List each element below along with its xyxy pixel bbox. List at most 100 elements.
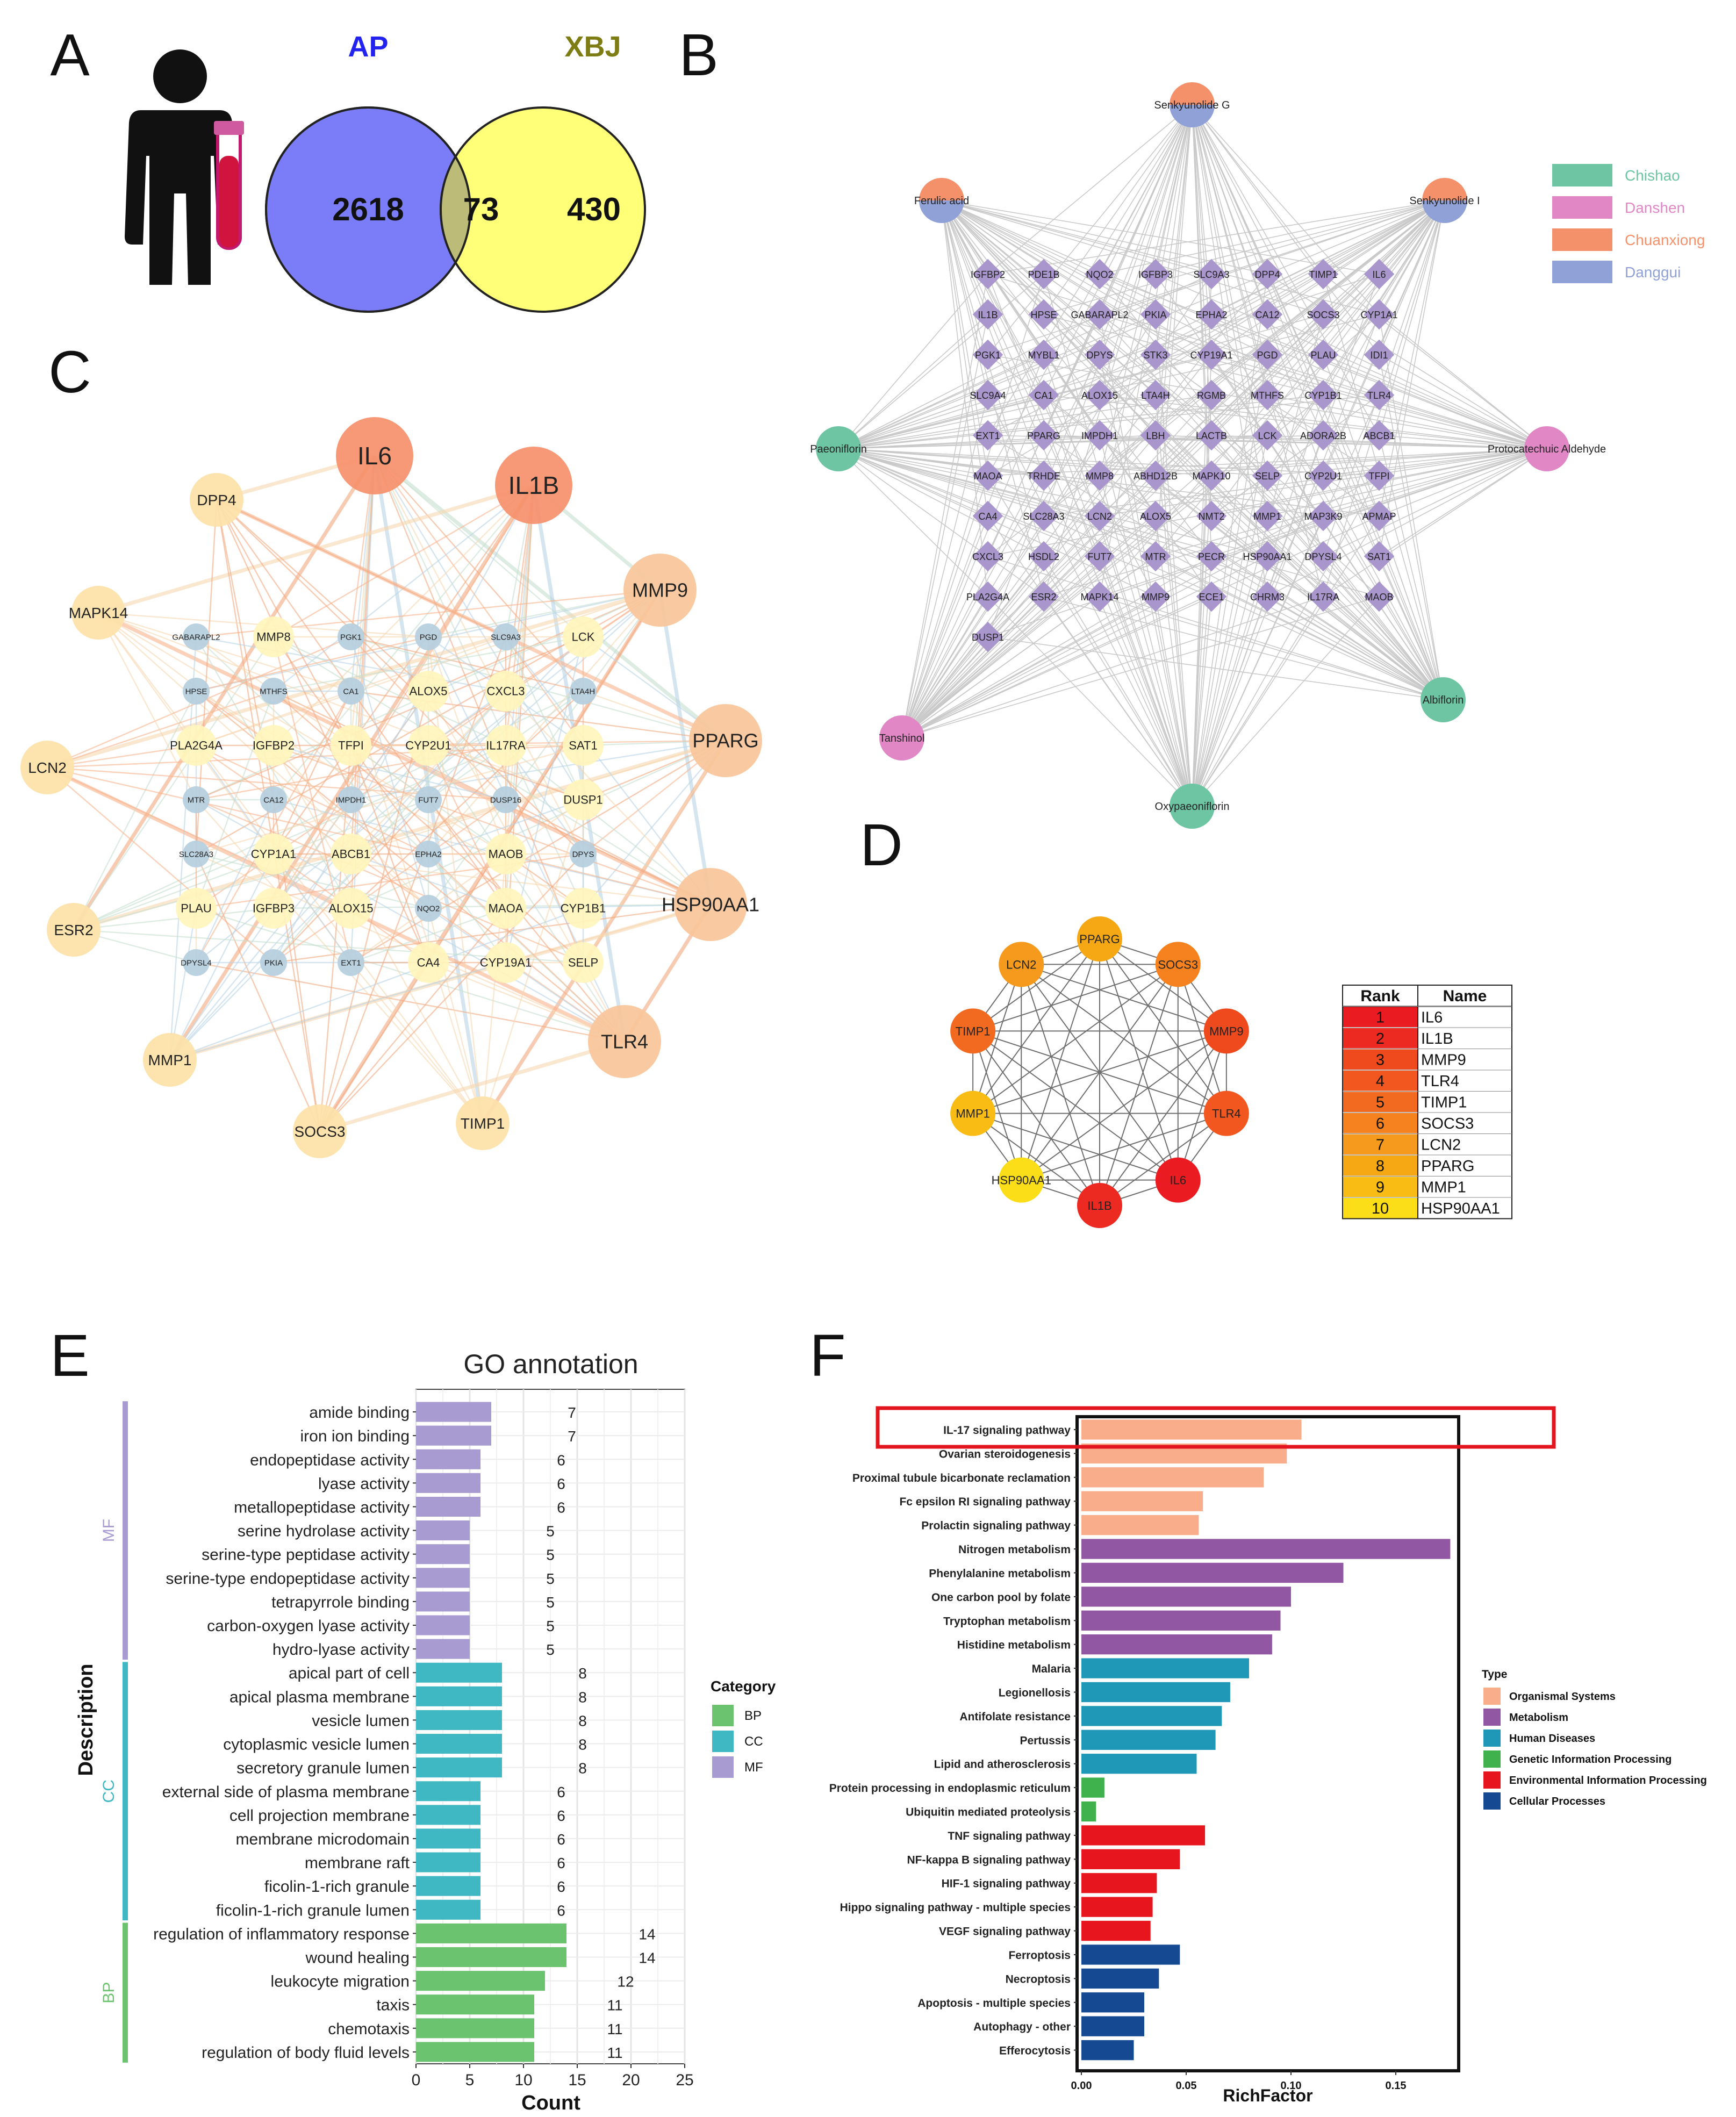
network-edge [901, 596, 988, 738]
network-edge [1267, 314, 1444, 700]
compound-label: Ferulic acid [914, 195, 969, 207]
target-label: NMT2 [1199, 511, 1225, 522]
network-edge [941, 200, 988, 516]
ppi-node-label: MMP8 [256, 630, 291, 644]
ppi-node-label: NQO2 [417, 904, 440, 913]
go-term-label: leukocyte migration [271, 1973, 410, 1991]
go-count-label: 6 [557, 1784, 565, 1800]
legend-swatch-chishao [1552, 164, 1612, 186]
network-edge [838, 274, 988, 449]
target-label: NQO2 [1086, 269, 1113, 280]
ppi-edge [427, 745, 626, 1042]
target-node [1196, 581, 1227, 612]
network-edge [1099, 354, 1193, 807]
kegg-term-label: Pertussis [1020, 1734, 1071, 1747]
target-node [1028, 460, 1059, 491]
network-edge [1155, 435, 1193, 807]
go-bar [416, 1615, 470, 1635]
ppi-node-label: PGK1 [340, 633, 362, 642]
name-cell: IL1B [1421, 1030, 1453, 1047]
ppi-node-label: TLR4 [601, 1031, 648, 1053]
go-term-label: metallopeptidase activity [234, 1498, 410, 1516]
hub-node [950, 1090, 996, 1136]
ppi-edge [273, 799, 429, 963]
hub-node [1155, 1157, 1201, 1203]
go-count-label: 5 [546, 1547, 555, 1563]
network-edge [901, 354, 1044, 738]
kegg-bar [1081, 1419, 1302, 1440]
compound-node-top [919, 178, 964, 200]
network-edge [941, 200, 1212, 275]
go-legend-swatch [712, 1705, 734, 1726]
compound-label: Protocatechuic Aldehyde [1488, 443, 1606, 455]
network-edge [901, 394, 988, 738]
kegg-bar [1081, 1754, 1197, 1774]
kegg-term-label: Apoptosis - multiple species [917, 1997, 1071, 2010]
ppi-edge [272, 745, 484, 1124]
network-edge [838, 274, 1268, 449]
rank-cell: 6 [1376, 1115, 1385, 1132]
kegg-bar [1081, 1658, 1249, 1678]
rank-cell: 4 [1376, 1073, 1385, 1090]
network-edge [1267, 200, 1445, 315]
target-node [1308, 541, 1339, 572]
network-edge [1043, 314, 1547, 449]
go-bar [416, 2018, 534, 2039]
x-tick-label: 15 [568, 2071, 586, 2089]
compound-node-bottom [1524, 449, 1569, 471]
ppi-edge [428, 590, 661, 909]
category-bracket [123, 1401, 128, 1660]
ppi-node [253, 834, 294, 874]
panel-label-d: D [860, 812, 902, 878]
go-term-label: carbon-oxygen lyase activity [207, 1617, 410, 1635]
target-node [1140, 379, 1171, 411]
hub-edge [972, 938, 1100, 1114]
target-node [1140, 259, 1171, 290]
ppi-edge [216, 499, 506, 909]
compound-node-bottom [919, 200, 964, 223]
network-edge [1379, 200, 1445, 557]
target-label: FUT7 [1088, 551, 1112, 562]
go-term-label: ficolin-1-rich granule [264, 1878, 410, 1896]
go-count-label: 6 [557, 1452, 565, 1468]
network-edge [1267, 200, 1445, 396]
ppi-node-label: CA1 [343, 687, 358, 696]
ppi-edge [350, 636, 726, 742]
go-count-label: 6 [557, 1807, 565, 1824]
network-edge [1323, 448, 1547, 476]
venn-left-title: AP [348, 31, 388, 63]
go-term-label: membrane raft [305, 1854, 410, 1872]
go-term-label: external side of plasma membrane [162, 1783, 410, 1801]
kegg-legend-label: Cellular Processes [1509, 1796, 1605, 1807]
ppi-node-label: ESR2 [54, 922, 93, 938]
network-edge [1192, 596, 1324, 807]
ppi-node [492, 786, 519, 813]
network-edge [1192, 475, 1212, 807]
rank-cell-bg [1343, 1049, 1417, 1070]
ppi-node-label: MAOB [489, 848, 523, 861]
ppi-node-label: MMP1 [148, 1052, 192, 1068]
network-edge [941, 200, 1212, 557]
hub-node-label: IL6 [1170, 1174, 1186, 1187]
network-edge [1043, 394, 1193, 807]
network-edge [941, 200, 1212, 476]
target-node [972, 339, 1003, 370]
network-edge [838, 448, 1212, 557]
kegg-highlight-box [876, 1406, 1556, 1449]
compound-node-bottom [1421, 700, 1466, 722]
ppi-node [260, 786, 287, 813]
network-edge [987, 200, 1445, 476]
target-label: MAPK10 [1192, 471, 1230, 482]
hub-node [999, 942, 1044, 987]
rank-cell-bg [1343, 1092, 1417, 1112]
ppi-edge [350, 907, 506, 964]
compound-node-top [1524, 426, 1569, 449]
rank-cell-bg [1343, 1028, 1417, 1049]
kegg-bar [1081, 1920, 1151, 1941]
target-node [1196, 420, 1227, 451]
network-edge [1192, 104, 1380, 436]
hub-edge [1099, 1030, 1227, 1206]
ppi-node [253, 888, 294, 929]
